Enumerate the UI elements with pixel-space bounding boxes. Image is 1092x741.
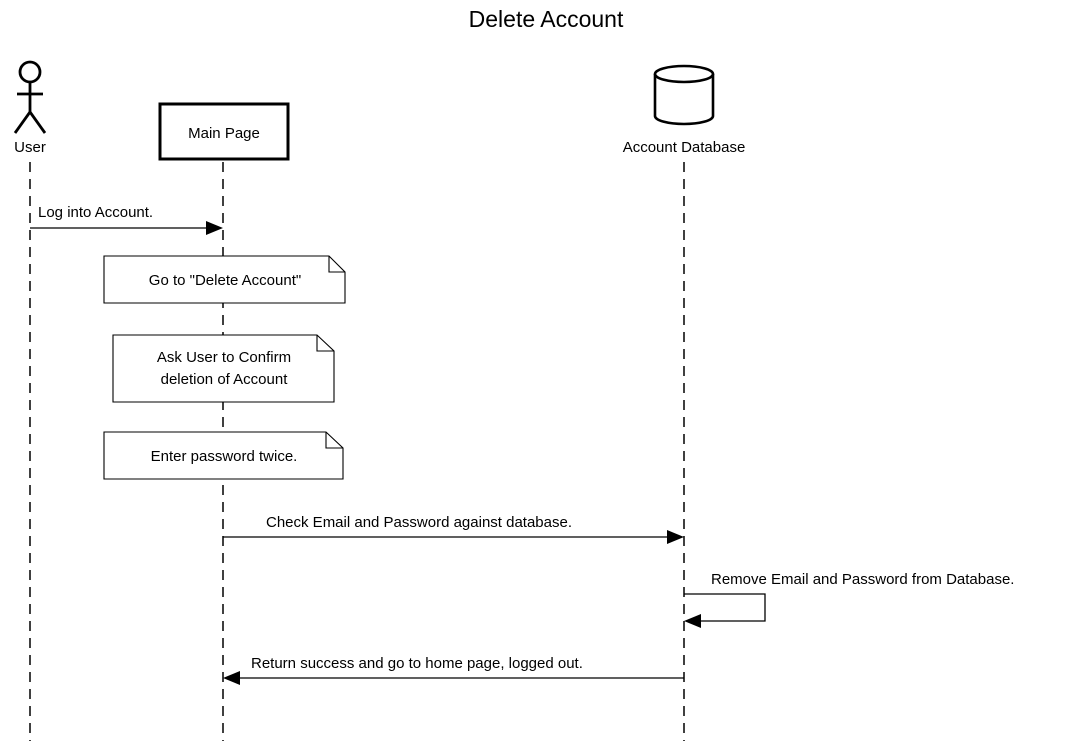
note-go-to-delete-account: Go to "Delete Account" <box>103 255 346 304</box>
message-log-into-account: Log into Account. <box>30 204 223 235</box>
diagram-title: Delete Account <box>469 6 624 32</box>
message-label: Return success and go to home page, logg… <box>251 655 583 672</box>
note-text-line-1: Ask User to Confirm <box>157 349 291 366</box>
note-text: Go to "Delete Account" <box>149 272 301 289</box>
note-text: Enter password twice. <box>151 448 298 465</box>
main-page-participant-label: Main Page <box>188 125 260 142</box>
account-database-participant-label: Account Database <box>623 139 746 156</box>
message-return-success: Return success and go to home page, logg… <box>223 655 684 685</box>
message-check-email-password: Check Email and Password against databas… <box>223 514 684 544</box>
note-text-line-2: deletion of Account <box>161 371 289 388</box>
user-participant-label: User <box>14 139 46 156</box>
message-label: Check Email and Password against databas… <box>266 514 572 531</box>
message-label: Remove Email and Password from Database. <box>711 571 1014 588</box>
main-page-participant: Main Page <box>158 102 290 161</box>
note-enter-password-twice: Enter password twice. <box>103 431 344 480</box>
database-icon <box>653 64 715 126</box>
actor-icon <box>13 60 47 134</box>
message-remove-email-password: Remove Email and Password from Database. <box>684 571 1014 628</box>
message-label: Log into Account. <box>38 204 153 221</box>
note-ask-user-to-confirm: Ask User to Confirm deletion of Account <box>112 334 335 403</box>
